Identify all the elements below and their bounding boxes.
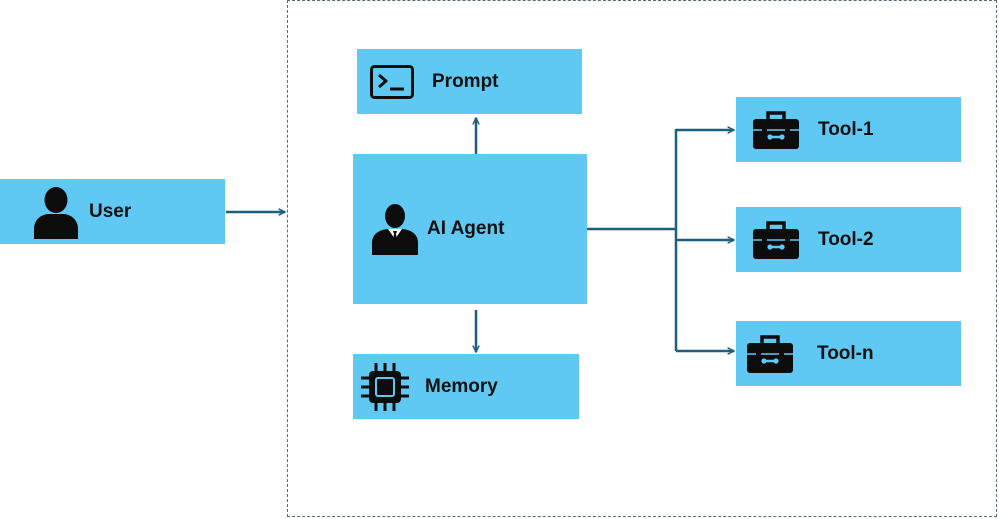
ai-agent-node[interactable]: AI Agent <box>353 154 587 304</box>
businessman-icon <box>372 204 418 255</box>
toolbox-icon <box>747 334 793 373</box>
tool-1-node[interactable]: Tool-1 <box>736 97 961 162</box>
toolbox-icon <box>753 110 799 149</box>
user-icon <box>34 186 78 239</box>
user-label: User <box>89 200 132 222</box>
chip-icon <box>361 362 409 411</box>
user-node[interactable]: User <box>0 179 225 244</box>
tool-n-node[interactable]: Tool-n <box>736 321 961 386</box>
tool-2-node[interactable]: Tool-2 <box>736 207 961 272</box>
terminal-icon <box>370 64 414 99</box>
memory-label: Memory <box>425 375 498 397</box>
tool-n-label: Tool-n <box>817 342 874 364</box>
memory-node[interactable]: Memory <box>353 354 579 419</box>
prompt-label: Prompt <box>432 70 499 92</box>
prompt-node[interactable]: Prompt <box>357 49 582 114</box>
toolbox-icon <box>753 220 799 259</box>
ai-agent-label: AI Agent <box>427 218 505 239</box>
tool-1-label: Tool-1 <box>818 118 874 140</box>
agent-system-frame <box>287 0 997 517</box>
tool-2-label: Tool-2 <box>818 228 874 250</box>
